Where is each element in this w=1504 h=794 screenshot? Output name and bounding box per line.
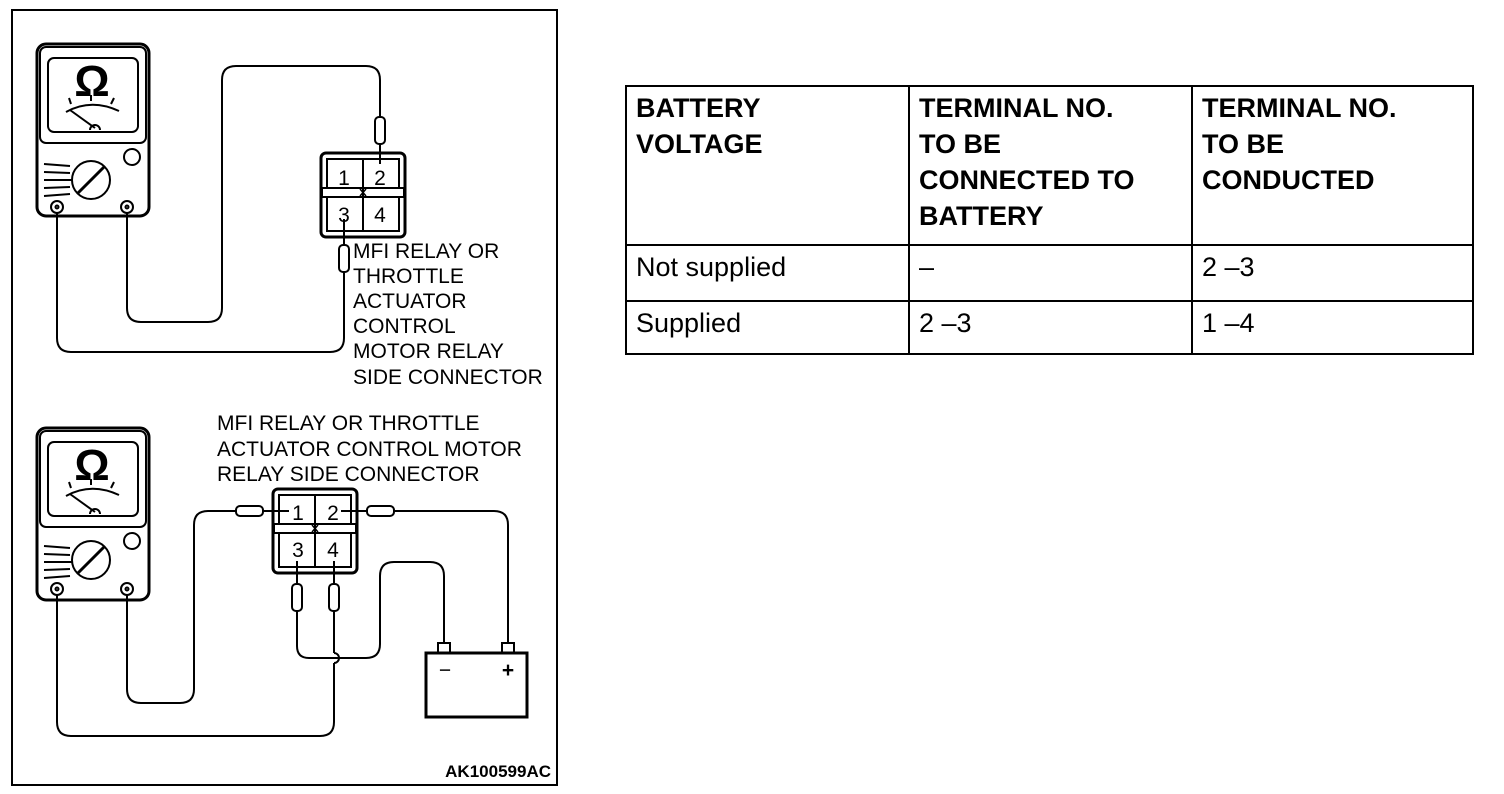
bottom-connector-label: MFI RELAY OR THROTTLE ACTUATOR CONTROL M… (217, 412, 522, 486)
battery-positive-sign: + (502, 659, 514, 682)
battery-negative-sign: − (439, 659, 451, 682)
bottom-terminal-2: 2 (327, 502, 339, 525)
top-relay-connector (319, 151, 407, 239)
svg-text:MOTOR RELAY: MOTOR RELAY (353, 340, 504, 363)
battery (424, 642, 529, 719)
table-cell: Supplied (625, 300, 910, 355)
bottom-terminal-4: 4 (327, 539, 339, 562)
bottom-wiring (56, 505, 509, 737)
top-terminal-4: 4 (374, 204, 386, 227)
top-terminal-1: 1 (338, 167, 350, 190)
top-terminal-2: 2 (374, 167, 386, 190)
table-cell: Not supplied (625, 244, 910, 302)
table-row: Not supplied – 2 –3 (625, 244, 1474, 302)
ohm-symbol-bottom: Ω (74, 441, 109, 490)
bottom-relay-connector (271, 487, 359, 575)
figure-code: AK100599AC (445, 762, 551, 781)
svg-text:MFI RELAY OR THROTTLE: MFI RELAY OR THROTTLE (217, 412, 480, 435)
table-cell: 2 –3 (1191, 244, 1474, 302)
ohm-symbol: Ω (74, 57, 109, 106)
svg-text:ACTUATOR: ACTUATOR (353, 290, 467, 313)
svg-text:RELAY SIDE CONNECTOR: RELAY SIDE CONNECTOR (217, 463, 480, 486)
table-cell: – (908, 244, 1193, 302)
svg-text:MFI RELAY OR: MFI RELAY OR (353, 240, 499, 263)
svg-text:ACTUATOR CONTROL MOTOR: ACTUATOR CONTROL MOTOR (217, 438, 522, 461)
svg-text:CONTROL: CONTROL (353, 315, 456, 338)
svg-text:THROTTLE: THROTTLE (353, 265, 464, 288)
table-row: Supplied 2 –3 1 –4 (625, 300, 1474, 355)
bottom-ohmmeter (35, 426, 151, 602)
table-cell: 2 –3 (908, 300, 1193, 355)
top-terminal-3: 3 (338, 204, 350, 227)
table-cell: 1 –4 (1191, 300, 1474, 355)
top-test-leads (56, 65, 386, 353)
svg-text:SIDE CONNECTOR: SIDE CONNECTOR (353, 366, 543, 389)
top-ohmmeter (35, 42, 151, 218)
bottom-terminal-3: 3 (292, 539, 304, 562)
figure-frame (11, 9, 558, 786)
bottom-terminal-1: 1 (292, 502, 304, 525)
top-connector-label: MFI RELAY OR THROTTLE ACTUATOR CONTROL M… (353, 240, 543, 389)
